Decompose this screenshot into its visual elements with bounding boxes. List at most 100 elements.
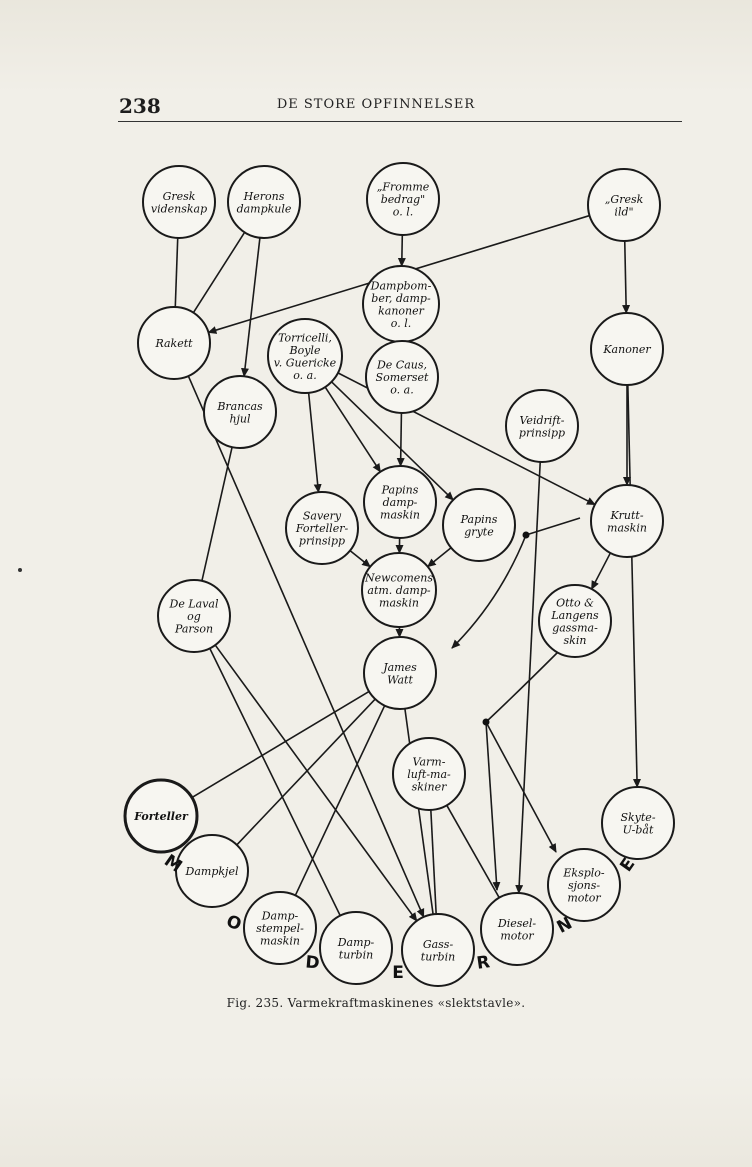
edge-james-watt-to-dampkjel (236, 698, 376, 846)
node-label: Langens (550, 609, 599, 622)
node-label: James (381, 661, 417, 674)
edge-kruttmaskin-to-otto-langens (590, 552, 612, 590)
edge-savery-to-newcomen (349, 549, 371, 568)
node-label: Brancas (216, 400, 263, 413)
node-gassturbin: Gass-turbin (401, 913, 475, 987)
edge-papins-gryte-to-newcomen (426, 547, 452, 568)
edge-rakett-to-gassturbin (187, 375, 425, 918)
node-label: dampkule (237, 202, 292, 215)
node-label: maskin (379, 597, 419, 610)
node-label: skiner (412, 781, 447, 794)
node-dampstempelmaskin: Damp-stempel-maskin (243, 891, 317, 965)
junction-dot-2 (482, 718, 490, 726)
edge-torricelli-to-savery (307, 392, 322, 494)
edge-kanoner-to-skyte-ubaat (627, 384, 641, 789)
node-label: motor (500, 929, 534, 942)
node-label: Parson (174, 623, 213, 636)
node-circle (363, 465, 437, 539)
node-circle (538, 584, 612, 658)
node-circle (142, 165, 216, 239)
edge-junction-to-james-watt (451, 534, 527, 649)
node-label: bedrag" (381, 193, 426, 206)
arc-letter: R (475, 952, 491, 974)
node-veidrift-prinsipp: Veidrift-prinsipp (505, 389, 579, 463)
node-label: o. l. (393, 206, 413, 219)
junction-dot-1 (522, 531, 530, 539)
edge-junction-to-dieselmotor (485, 721, 501, 891)
node-circle (590, 312, 664, 386)
node-circle (175, 834, 249, 908)
node-label: gryte (464, 525, 494, 538)
node-label: v. Guericke (274, 356, 337, 369)
edge-torricelli-to-papins-gryte (330, 381, 454, 501)
node-label: Watt (387, 673, 413, 686)
node-label: Gresk (163, 190, 196, 203)
node-label: „Gresk (605, 193, 644, 206)
node-label: ild" (614, 205, 633, 218)
edge-brancas-hjul-to-de-laval (201, 446, 233, 582)
node-circle (590, 484, 664, 558)
node-varmluftmaskiner: Varm-luft-ma-skiner (392, 737, 466, 811)
node-label: kanoner (378, 304, 425, 317)
node-label: prinsipp (519, 426, 565, 439)
node-label: hjul (229, 412, 251, 425)
node-label: videnskap (151, 202, 207, 215)
node-label: Boyle (289, 344, 321, 357)
node-layer: GreskvidenskapHeronsdampkule„Frommebedra… (123, 162, 675, 987)
node-label: Eksplo- (562, 867, 605, 880)
edge-gresk-videnskap-to-rakett (174, 237, 179, 308)
node-label: Kanoner (602, 343, 651, 356)
node-circle (587, 168, 661, 242)
node-label: atm. damp- (367, 584, 430, 597)
node-circle (319, 911, 393, 985)
edge-veidrift-prinsipp-to-dieselmotor (515, 461, 542, 895)
page-number: 238 (119, 94, 161, 118)
node-circle (137, 306, 211, 380)
node-label: De Laval (169, 598, 219, 611)
node-label: luft-ma- (407, 768, 451, 781)
node-label: Damp- (337, 936, 375, 949)
node-circle (601, 786, 675, 860)
node-circle (442, 488, 516, 562)
node-circle (157, 579, 231, 653)
node-label: turbin (421, 950, 455, 963)
edge-gresk-ild-to-kanoner (622, 240, 631, 315)
running-title: DE STORE OPFINNELSER (276, 97, 476, 112)
node-label: og (187, 610, 201, 623)
node-eksplosjonsmotor: Eksplo-sjons-motor (547, 848, 621, 922)
node-circle (505, 389, 579, 463)
node-label: gassma- (552, 621, 598, 634)
node-label: Gass- (423, 938, 454, 951)
node-label: damp- (383, 496, 418, 509)
node-dampkjel: Dampkjel (175, 834, 249, 908)
edge-kruttmaskin-to-junction (525, 517, 581, 536)
header-rule (118, 121, 682, 122)
paper-speck (18, 568, 22, 572)
edge-varmluftmaskiner-to-gassturbin (430, 809, 437, 915)
node-label: motor (567, 892, 601, 905)
node-skyte-ubaat: Skyte-U-båt (601, 786, 675, 860)
node-label: stempel- (256, 922, 304, 935)
node-label: ber, damp- (371, 292, 431, 305)
node-forteller: Forteller (123, 778, 199, 854)
node-label: Dampbom- (370, 279, 432, 292)
arc-letter: O (223, 911, 243, 935)
node-label: Veidrift- (520, 414, 565, 427)
node-label: skin (564, 634, 587, 647)
node-circle (401, 913, 475, 987)
node-label: Papins (381, 484, 419, 497)
node-circle (123, 778, 199, 854)
node-label: Damp- (261, 910, 299, 923)
node-label: Krutt- (609, 509, 643, 522)
node-circle (547, 848, 621, 922)
